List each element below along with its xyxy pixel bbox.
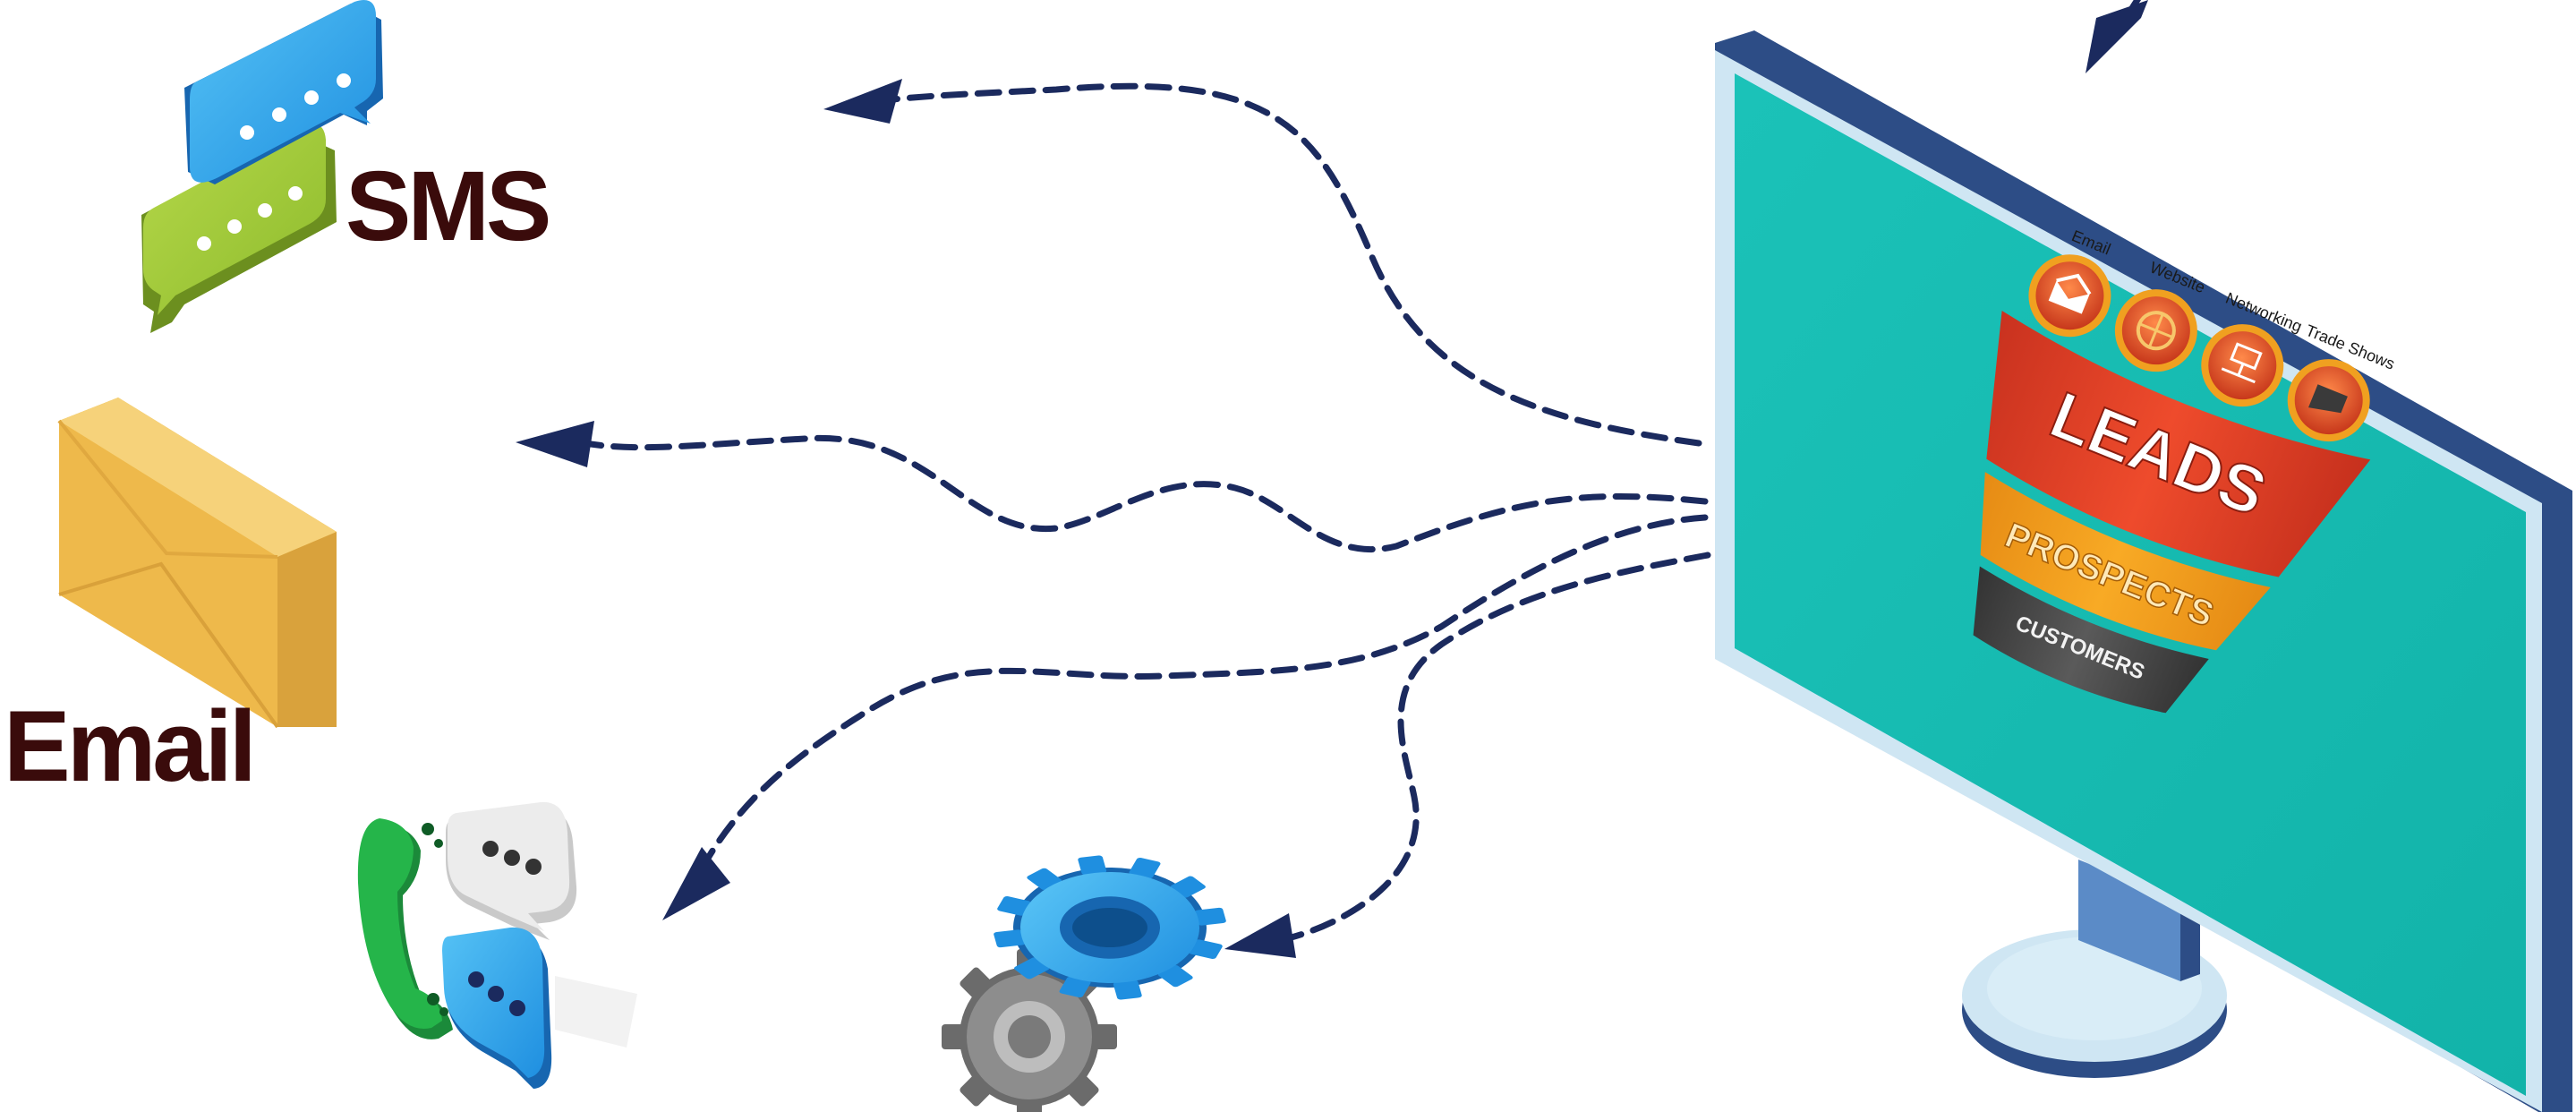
arrow-head-sms <box>823 79 902 124</box>
sms-label: SMS <box>345 158 548 256</box>
gears-icon <box>942 844 1245 1112</box>
arrow-head-phone <box>662 847 730 920</box>
phone-chat-icon <box>358 802 637 1089</box>
email-label: Email <box>4 697 253 797</box>
arrow-to-email <box>591 438 1705 549</box>
arrow-head-email <box>516 421 594 467</box>
arrow-head-top <box>2086 0 2148 73</box>
arrow-to-automation <box>1280 555 1708 940</box>
arrow-to-phone <box>695 518 1705 882</box>
envelope-icon <box>59 398 337 727</box>
arrow-to-sms <box>873 86 1699 443</box>
arrow-head-automation <box>1224 913 1296 958</box>
